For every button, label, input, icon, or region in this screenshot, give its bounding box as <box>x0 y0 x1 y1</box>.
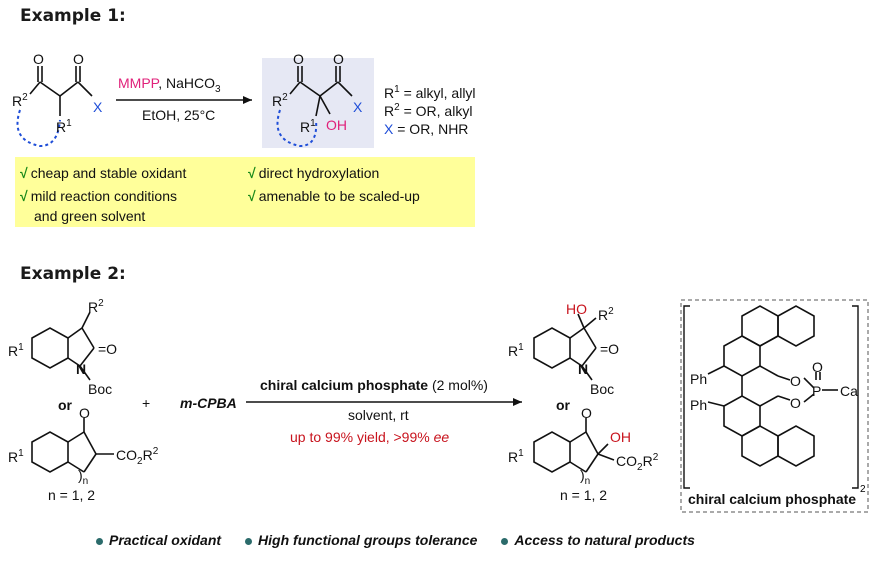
ph-lower: Ph <box>690 397 707 413</box>
indanone-product <box>533 418 615 473</box>
oxidant-label: m-CPBA <box>180 395 237 411</box>
yield-ee: up to 99% yield, >99% ee <box>290 429 449 445</box>
r1-sub2: R1 <box>8 342 24 359</box>
r1-prod2: R1 <box>508 342 524 359</box>
catalyst-conditions: chiral calcium phosphate (2 mol%) <box>260 377 488 393</box>
ph-upper: Ph <box>690 371 707 387</box>
ring-size-1: )n <box>78 467 88 487</box>
benefit-4: √amenable to be scaled-up <box>248 188 420 204</box>
r1-label: R1 <box>56 118 72 135</box>
oh-label-2: OH <box>610 429 631 445</box>
n-range-1: n = 1, 2 <box>48 487 95 503</box>
arrowhead-1 <box>243 96 252 104</box>
r2-definition: R2 = OR, alkyl <box>384 102 472 119</box>
solvent-conditions: solvent, rt <box>348 407 409 423</box>
oxindole-o: =O <box>98 341 117 357</box>
benefit-2b: and green solvent <box>34 208 145 224</box>
ester-label-2: CO2R2 <box>616 452 659 473</box>
arrowhead-2 <box>513 398 522 406</box>
bullet-icon <box>501 537 509 545</box>
right-bracket <box>852 305 859 489</box>
catalyst-caption: chiral calcium phosphate <box>688 491 856 507</box>
footer-item: Access to natural products <box>501 532 695 548</box>
o-1: O <box>790 373 801 389</box>
oxindole-product <box>533 313 597 381</box>
product-oxindole-n: N <box>578 361 588 377</box>
x-label-sm: X <box>93 99 103 115</box>
footer: Practical oxidant High functional groups… <box>96 532 796 548</box>
o-double: O <box>812 359 823 375</box>
conditions-1: EtOH, 25°C <box>142 107 215 123</box>
product-x: X <box>353 99 363 115</box>
oxindole-substrate <box>31 311 95 381</box>
product-o-1: O <box>293 51 304 67</box>
reagent-line-1: MMPP, NaHCO3 <box>118 75 221 95</box>
indanone-substrate <box>31 418 114 473</box>
r2-label: R2 <box>12 92 28 109</box>
left-bracket <box>683 305 690 489</box>
bullet-icon <box>245 537 253 545</box>
product-oh: OH <box>326 117 347 133</box>
benefit-1: √cheap and stable oxidant <box>20 165 186 181</box>
catalyst-box <box>680 299 869 513</box>
ring-size-2: )n <box>580 467 590 487</box>
substrate-1 <box>16 66 93 148</box>
product-indanone-o: O <box>581 405 592 421</box>
benefits-box <box>15 157 475 227</box>
bullet-icon <box>96 537 103 545</box>
indanone-o: O <box>79 405 90 421</box>
footer-item: Practical oxidant <box>96 532 221 548</box>
carbonyl-o-1: O <box>33 51 44 67</box>
r2-sub2: R2 <box>88 298 104 315</box>
ca-label: Ca <box>840 383 858 399</box>
r1-prod3: R1 <box>508 448 524 465</box>
benefit-2: √mild reaction conditions <box>20 188 177 204</box>
or-label-1: or <box>58 397 73 413</box>
binaphthyl-upper <box>723 305 815 377</box>
or-label-2: or <box>556 397 571 413</box>
r2-prod2: R2 <box>598 306 614 323</box>
product-r2: R2 <box>272 92 288 109</box>
carbonyl-o-2: O <box>73 51 84 67</box>
example-1-title: Example 1: <box>20 6 126 26</box>
footer-item: High functional groups tolerance <box>245 532 477 548</box>
ester-label-1: CO2R2 <box>116 446 159 467</box>
r1-definition: R1 = alkyl, allyl <box>384 84 476 101</box>
ho-label: HO <box>566 301 587 317</box>
n-range-2: n = 1, 2 <box>560 487 607 503</box>
o-2: O <box>790 395 801 411</box>
bracket-subscript: 2 <box>860 484 866 495</box>
plus-sign: + <box>142 395 150 411</box>
product-r1: R1 <box>300 118 316 135</box>
example-2-title: Example 2: <box>20 264 126 284</box>
x-definition: X = OR, NHR <box>384 121 468 137</box>
benefit-3: √direct hydroxylation <box>248 165 379 181</box>
binaphthyl-lower <box>723 376 815 467</box>
product-o-2: O <box>333 51 344 67</box>
r1-sub3: R1 <box>8 448 24 465</box>
p-atom: P <box>812 383 821 399</box>
product-1 <box>276 66 353 148</box>
boc-label-2: Boc <box>590 381 614 397</box>
oxindole-n: N <box>76 361 86 377</box>
boc-label-1: Boc <box>88 381 112 397</box>
product-oxindole-o: =O <box>600 341 619 357</box>
